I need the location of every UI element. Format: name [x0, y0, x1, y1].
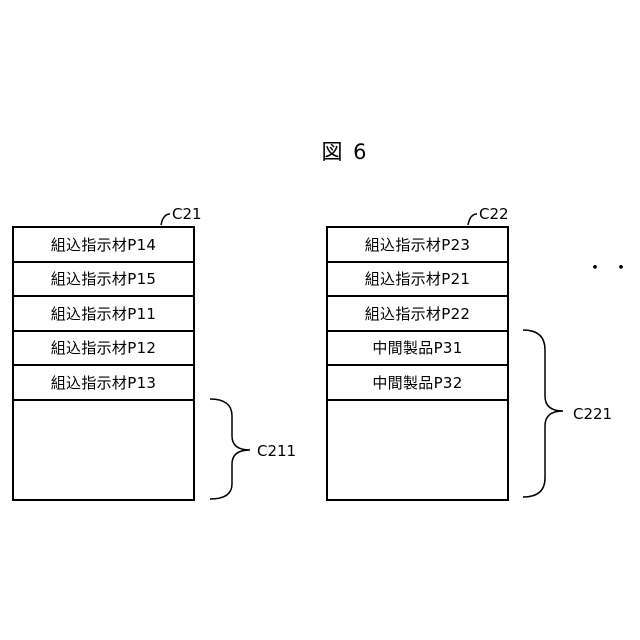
stack-left-row: 組込指示材P13: [14, 366, 193, 401]
stack-left-row: 組込指示材P12: [14, 332, 193, 367]
stack-left-row: 組込指示材P11: [14, 297, 193, 332]
brace-right: [523, 330, 563, 497]
stack-right-row: 中間製品P31: [328, 332, 507, 367]
stack-right-leader: [468, 214, 477, 225]
stack-left-label: C21: [172, 205, 202, 223]
stack-right-label: C22: [479, 205, 509, 223]
stack-left-leader: [161, 214, 170, 225]
continuation-dots: ・・・: [586, 254, 640, 280]
stack-right-row: 中間製品P32: [328, 366, 507, 401]
brace-left-label: C211: [257, 442, 296, 460]
stack-left-row: 組込指示材P14: [14, 228, 193, 263]
stack-right-row: 組込指示材P21: [328, 263, 507, 298]
stack-right-row: 組込指示材P22: [328, 297, 507, 332]
stack-right-row: 組込指示材P23: [328, 228, 507, 263]
stack-right: 組込指示材P23 組込指示材P21 組込指示材P22 中間製品P31 中間製品P…: [326, 226, 509, 501]
brace-right-label: C221: [573, 405, 612, 423]
figure-title: 図 6: [0, 136, 640, 166]
brace-left: [210, 399, 250, 499]
stack-left-row: 組込指示材P15: [14, 263, 193, 298]
stack-left: 組込指示材P14 組込指示材P15 組込指示材P11 組込指示材P12 組込指示…: [12, 226, 195, 501]
